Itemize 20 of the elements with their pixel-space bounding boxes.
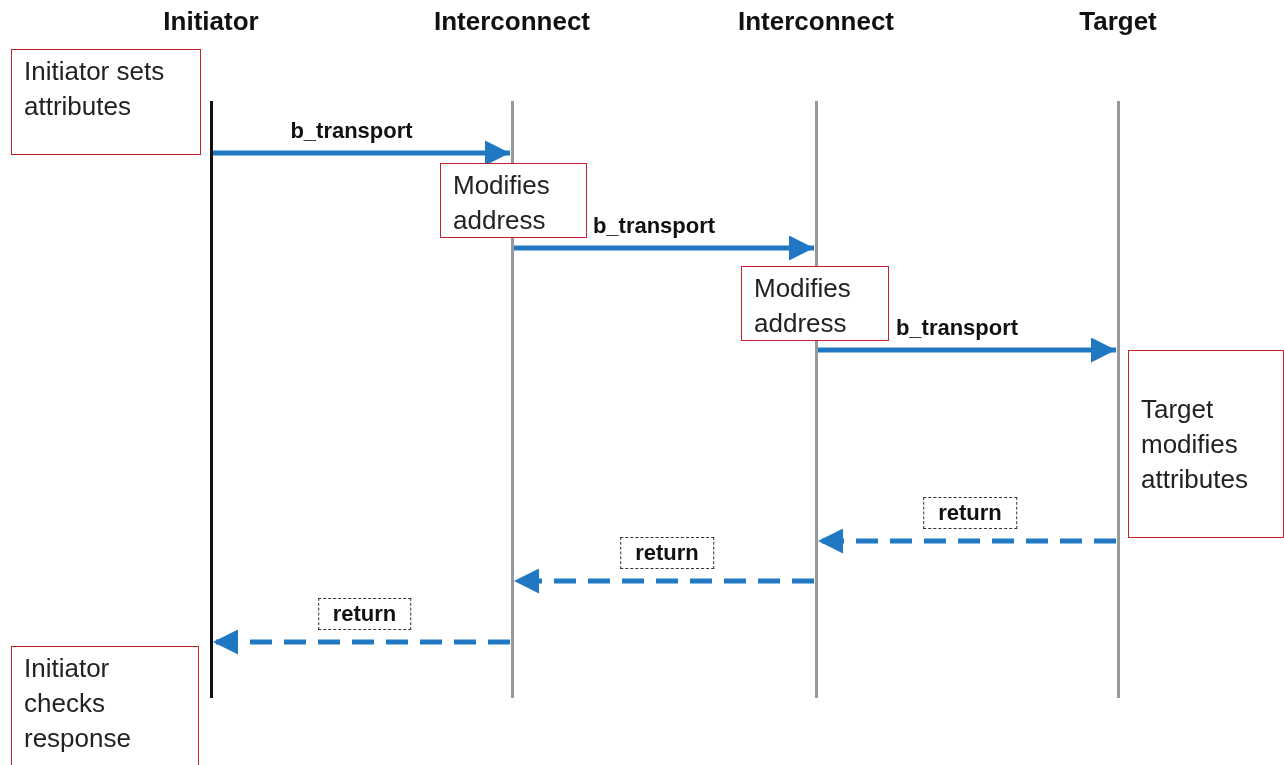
lifeline-header: Interconnect: [737, 6, 895, 37]
arrow: [818, 337, 1116, 363]
lifeline-header: Target: [1078, 6, 1158, 37]
note-box: Modifies address: [440, 163, 587, 238]
edge-label: b_transport: [894, 315, 1020, 341]
dashed-arrow: [818, 528, 1116, 554]
edge-label: b_transport: [289, 118, 414, 144]
edge-label: return: [317, 598, 412, 630]
edge-label: b_transport: [591, 213, 717, 239]
note-box: Target modifies attributes: [1128, 350, 1284, 538]
note-box: Modifies address: [741, 266, 889, 341]
lifeline-header: Initiator: [162, 6, 260, 37]
dashed-arrow: [213, 629, 510, 655]
lifeline-header: Interconnect: [433, 6, 591, 37]
edge-label: return: [620, 537, 714, 569]
dashed-arrow: [514, 568, 814, 594]
arrow: [514, 235, 814, 261]
note-box: Initiator sets attributes: [11, 49, 201, 155]
edge-label: return: [923, 497, 1017, 529]
note-box: Initiator checks response: [11, 646, 199, 765]
